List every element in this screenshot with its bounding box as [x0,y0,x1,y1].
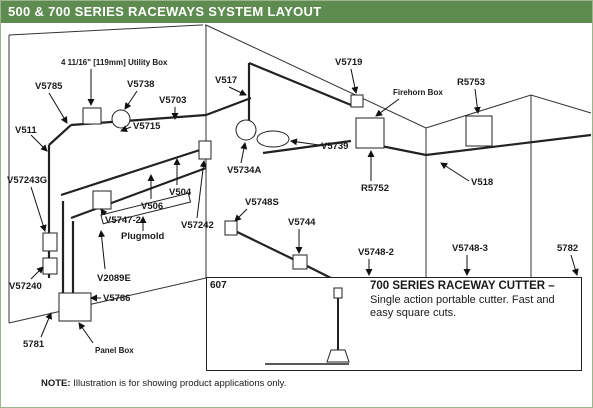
arrow-panel-box [78,322,94,344]
arrow-5781 [40,312,52,338]
label-v5785: V5785 [35,81,63,92]
raceway-layout-diagram: 4 11/16" [119mm] Utility Box V5785 V5738… [7,24,592,355]
cutter-illustration [265,287,350,365]
label-5781: 5781 [23,339,45,350]
panel-box-icon [58,292,92,322]
note-text: Illustration is for showing product appl… [73,378,287,389]
arrow-v2089e [98,230,106,270]
arrow-v511 [30,134,48,152]
label-v5738: V5738 [127,79,154,90]
title-bar: 500 & 700 SERIES RACEWAYS SYSTEM LAYOUT [1,1,592,23]
label-v511: V511 [15,125,37,136]
arrow-firehorn-box [375,98,400,117]
raceway-mid-run [60,146,207,197]
label-v5786: V5786 [103,293,130,304]
arrow-v5738 [124,90,138,110]
firehorn-box-icon [355,117,385,149]
v5748s-box-icon [224,220,238,236]
arrow-v5785 [48,92,68,124]
raceway-lower-run [70,166,207,220]
arrow-v5748s [234,208,248,222]
v57242-box-icon [198,140,212,160]
label-v5734a: V5734A [227,165,261,176]
label-r5753: R5753 [457,77,485,88]
labels: 4 11/16" [119mm] Utility Box V5785 V5738… [7,57,579,355]
label-v5748-3: V5748-3 [452,243,488,254]
back-wall-top [205,24,592,129]
v5738-fitting-icon [111,109,131,129]
label-v57243g: V57243G [7,175,47,186]
raceway-runs [47,61,592,293]
plugmold-strip-icon [100,192,192,225]
label-v5739: V5739 [321,141,348,152]
arrow-v5739 [290,138,320,146]
inset-description: Single action portable cutter. Fast and … [370,294,555,319]
raceway-back-wall-run [230,228,332,279]
label-firehorn-box: Firehorn Box [393,88,443,97]
arrow-v518 [440,162,470,182]
v5719-box-icon [350,94,364,108]
label-v504: V504 [169,187,192,198]
label-v5748-2: V5748-2 [358,247,394,258]
arrow-v5747-2 [100,208,108,216]
label-v5715: V5715 [133,121,161,132]
r5753-box-icon [465,115,493,147]
label-v5747-2: V5747-2 [105,215,141,226]
label-v5719: V5719 [335,57,362,68]
arrow-v57243g [30,186,47,232]
label-utility-box: 4 11/16" [119mm] Utility Box [61,58,168,67]
components [42,94,493,322]
label-plugmold: Plugmold [121,231,164,242]
raceway-top-link-v511 [48,124,72,146]
label-r5752: R5752 [361,183,389,194]
v5739-box-icon [256,130,290,148]
label-v57240: V57240 [9,281,42,292]
arrow-v57242 [196,160,207,219]
label-v5748s: V5748S [245,197,279,208]
label-v518: V518 [471,177,493,188]
note-prefix: NOTE: [41,378,71,389]
raceway-top-run [248,61,352,107]
utility-box-icon [82,107,102,125]
floor-line-left [8,277,207,324]
v57240-box-icon [42,257,58,275]
arrow-5782 [570,254,579,276]
arrow-v5715 [120,125,132,133]
v5744-box-icon [292,254,308,270]
v5734a-box-icon [235,119,257,141]
raceway-upper-back [205,96,252,117]
footer-note: NOTE: Illustration is for showing produc… [41,378,286,389]
label-v5744: V5744 [288,217,316,228]
label-5782: 5782 [557,243,578,254]
label-v506: V506 [141,201,163,212]
v5747-2-box-icon [92,190,112,210]
arrow-v5734a [240,142,248,164]
label-v5703: V5703 [159,95,186,106]
arrow-v5719 [350,68,359,94]
label-v2089e: V2089E [97,273,131,284]
label-v57242: V57242 [181,220,214,231]
page-title: 500 & 700 SERIES RACEWAYS SYSTEM LAYOUT [8,4,322,19]
v57243g-box-icon [42,232,58,252]
raceway-right-run-2 [380,133,592,157]
inset-part-number: 607 [210,280,227,291]
ceiling-edge [8,24,202,36]
label-v517: V517 [215,75,237,86]
raceway-cutter-inset: 607 700 SERIES RACEWAY CUTTER – Single a… [206,277,582,371]
raceway-right-run-1 [262,139,352,155]
arrow-v517 [228,86,247,96]
inset-title: 700 SERIES RACEWAY CUTTER – [370,280,555,292]
label-panel-box: Panel Box [95,346,134,355]
arrow-v57240 [30,266,44,280]
arrow-r5753 [473,88,481,114]
